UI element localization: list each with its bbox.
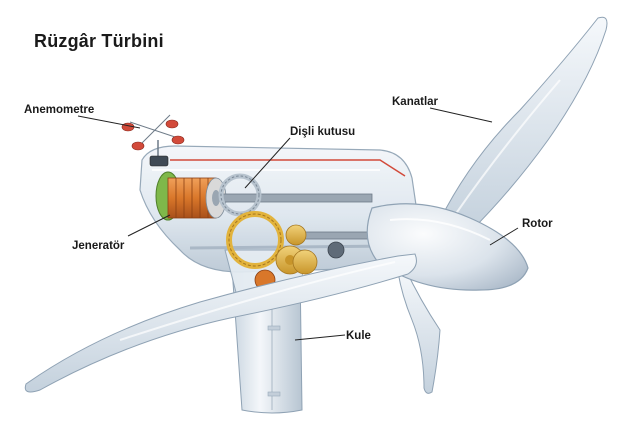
- blade-lower: [397, 267, 441, 394]
- blade-upper: [439, 16, 608, 233]
- label-rotor: Rotor: [522, 218, 553, 230]
- leader-generator: [127, 214, 171, 237]
- label-tower: Kule: [346, 330, 371, 342]
- diagram-title: Rüzgâr Türbini: [34, 31, 164, 51]
- leader-tower: [294, 334, 346, 341]
- leader-lines: [77, 107, 519, 341]
- blade-front: [24, 253, 417, 393]
- anemometer: [121, 114, 185, 167]
- label-gearbox: Dişli kutusu: [290, 126, 356, 138]
- leader-anemometer: [77, 115, 141, 129]
- leader-blades: [429, 107, 493, 123]
- generator: [155, 171, 227, 221]
- label-blades: Kanatlar: [392, 96, 439, 108]
- gearbox: [218, 173, 345, 291]
- leader-rotor: [489, 227, 519, 246]
- leader-gearbox: [244, 137, 291, 189]
- label-anemometer: Anemometre: [24, 104, 95, 116]
- label-generator: Jeneratör: [72, 240, 125, 252]
